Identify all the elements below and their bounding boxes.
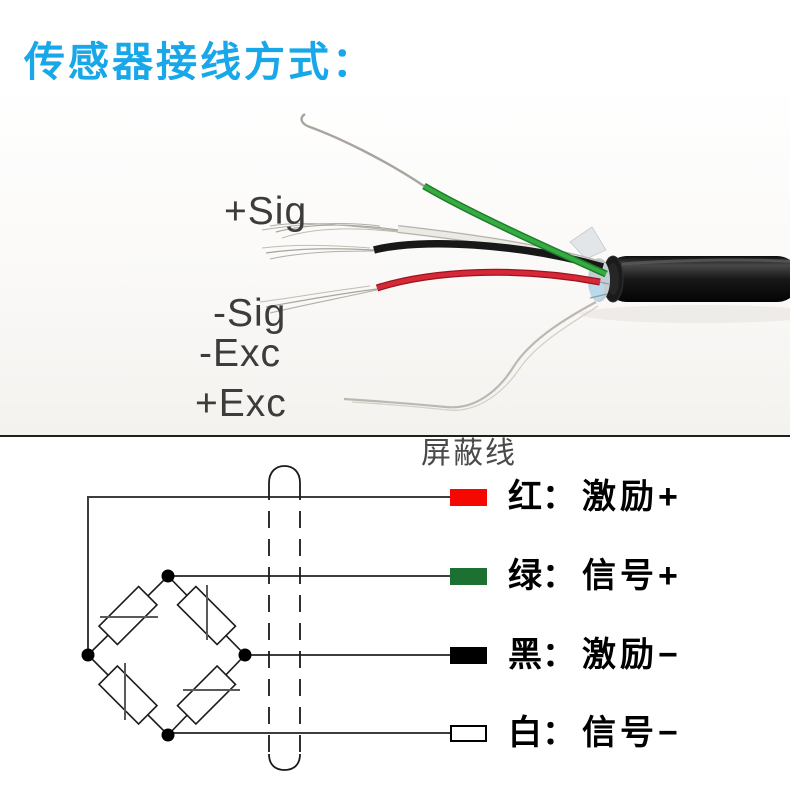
wire-color-swatch-red: [450, 488, 487, 506]
cable-photo-illustration: [0, 80, 790, 436]
green-wire: [300, 113, 608, 278]
label-shield-wire: 屏蔽线: [421, 437, 517, 470]
legend-color-name: 黑：: [508, 636, 576, 674]
bridge-arms: [86, 574, 247, 737]
wire-color-swatch-black: [450, 646, 487, 664]
bridge-nodes: [81, 569, 252, 742]
node-left: [81, 648, 95, 662]
legend-row-white: 白： 信号−: [450, 713, 682, 753]
legend-color-name: 红：: [508, 478, 576, 516]
line-excitation-plus: [87, 496, 451, 655]
resistor-top-left: [97, 585, 159, 646]
label-sig-minus: -Sig: [213, 292, 287, 335]
legend-row-red: 红： 激励+: [450, 477, 682, 517]
cable-outline: [268, 465, 301, 771]
red-wire: [259, 268, 601, 314]
label-exc-plus: +Exc: [195, 382, 287, 425]
node-bottom: [161, 728, 175, 742]
legend-row-green: 绿： 信号+: [450, 556, 682, 596]
node-right: [238, 648, 252, 662]
legend-function: 信号−: [582, 714, 682, 752]
cable-sheath: [602, 255, 790, 303]
legend-function: 激励+: [582, 478, 682, 516]
bridge-schematic: [81, 465, 451, 771]
wire-color-swatch-green: [450, 567, 487, 585]
label-exc-minus: -Exc: [199, 332, 281, 375]
wire-color-swatch-white: [450, 724, 487, 742]
wiring-diagram: 红： 激励+ 绿： 信号+ 黑： 激励− 白： 信号−: [0, 436, 790, 791]
wheatstone-bridge: [81, 569, 252, 742]
legend-color-name: 白：: [508, 714, 576, 752]
resistor-bottom-right: [176, 664, 237, 726]
cable-photo: +Sig -Sig -Exc +Exc 屏蔽线: [0, 80, 790, 470]
legend-row-black: 黑： 激励−: [450, 635, 682, 675]
strain-gauge-resistors: [97, 585, 237, 726]
node-top: [161, 569, 175, 583]
legend-function: 激励−: [582, 636, 682, 674]
legend-function: 信号+: [582, 557, 682, 595]
cable-shadow: [580, 305, 790, 323]
shield-wire: [343, 301, 599, 411]
gauge-marks: [100, 585, 240, 720]
legend-color-name: 绿：: [508, 557, 576, 595]
resistor-bottom-left: [97, 664, 159, 726]
section-divider: [0, 435, 790, 437]
connection-lines: [87, 496, 451, 734]
label-sig-plus: +Sig: [224, 190, 308, 233]
page-title: 传感器接线方式：: [24, 38, 376, 86]
